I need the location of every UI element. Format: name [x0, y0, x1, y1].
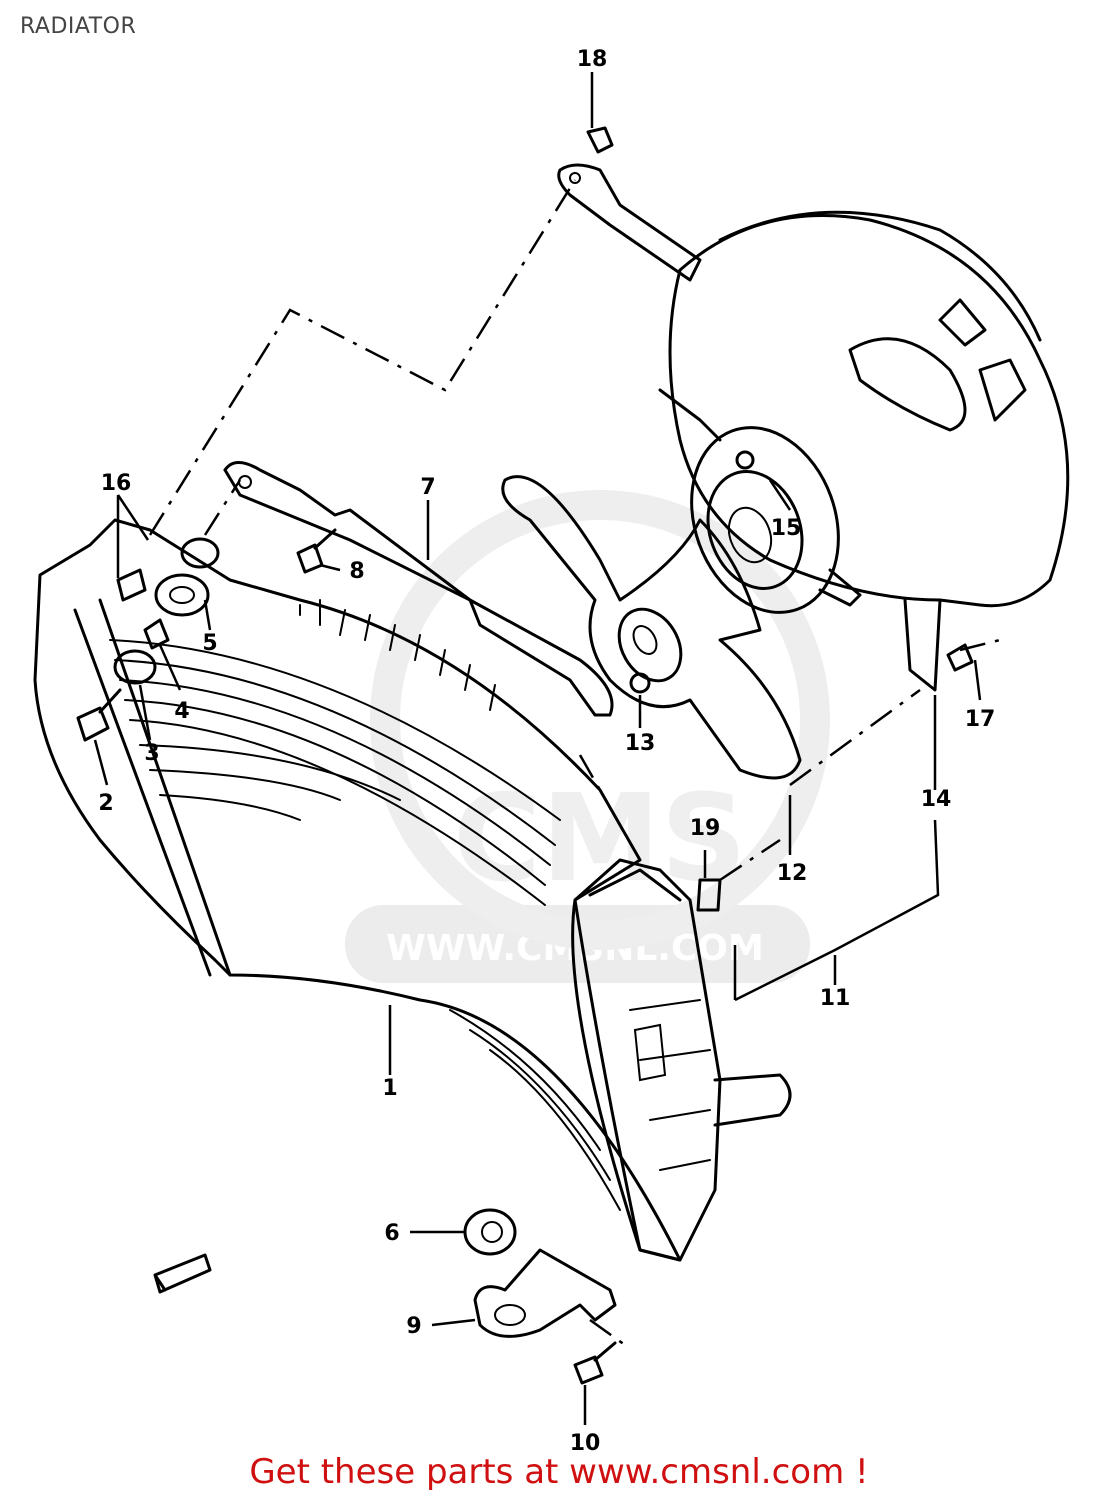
footer-link[interactable]: Get these parts at www.cmsnl.com !: [249, 1452, 869, 1492]
assembly-lines: [148, 179, 1001, 1347]
page-title: RADIATOR: [20, 14, 137, 39]
callout-6: 6: [384, 1221, 399, 1246]
callout-15: 15: [771, 516, 802, 541]
callout-17: 17: [965, 707, 996, 732]
callout-18: 18: [577, 47, 608, 72]
callout-5: 5: [202, 631, 217, 656]
callout-1: 1: [382, 1076, 397, 1101]
callout-12: 12: [777, 861, 808, 886]
radiator-core: [33, 518, 682, 1262]
callout-labels: 18 16 7 8 5 4 3 2 1 13 15 17 14 12 19 11…: [98, 47, 995, 1456]
callout-19: 19: [690, 816, 721, 841]
callout-7: 7: [420, 475, 435, 500]
callout-16: 16: [101, 471, 132, 496]
leader-lines: [93, 72, 982, 1425]
callout-9: 9: [406, 1314, 421, 1339]
callout-14: 14: [921, 787, 952, 812]
callout-2: 2: [98, 791, 113, 816]
fasteners: [76, 126, 974, 1385]
watermark: WWW.CMSNL.COM CMS: [345, 490, 830, 983]
shroud-bracket: [557, 163, 702, 282]
callout-3: 3: [144, 741, 159, 766]
callout-4: 4: [174, 699, 189, 724]
callout-13: 13: [625, 731, 656, 756]
radiator-side-tank: [573, 858, 792, 1262]
fan-motor: [690, 426, 862, 614]
callout-8: 8: [349, 559, 364, 584]
upper-bracket: [223, 461, 614, 717]
fan-blade: [501, 475, 802, 780]
fan-shroud: [658, 210, 1070, 692]
callout-11: 11: [820, 986, 851, 1011]
callout-10: 10: [570, 1431, 601, 1456]
